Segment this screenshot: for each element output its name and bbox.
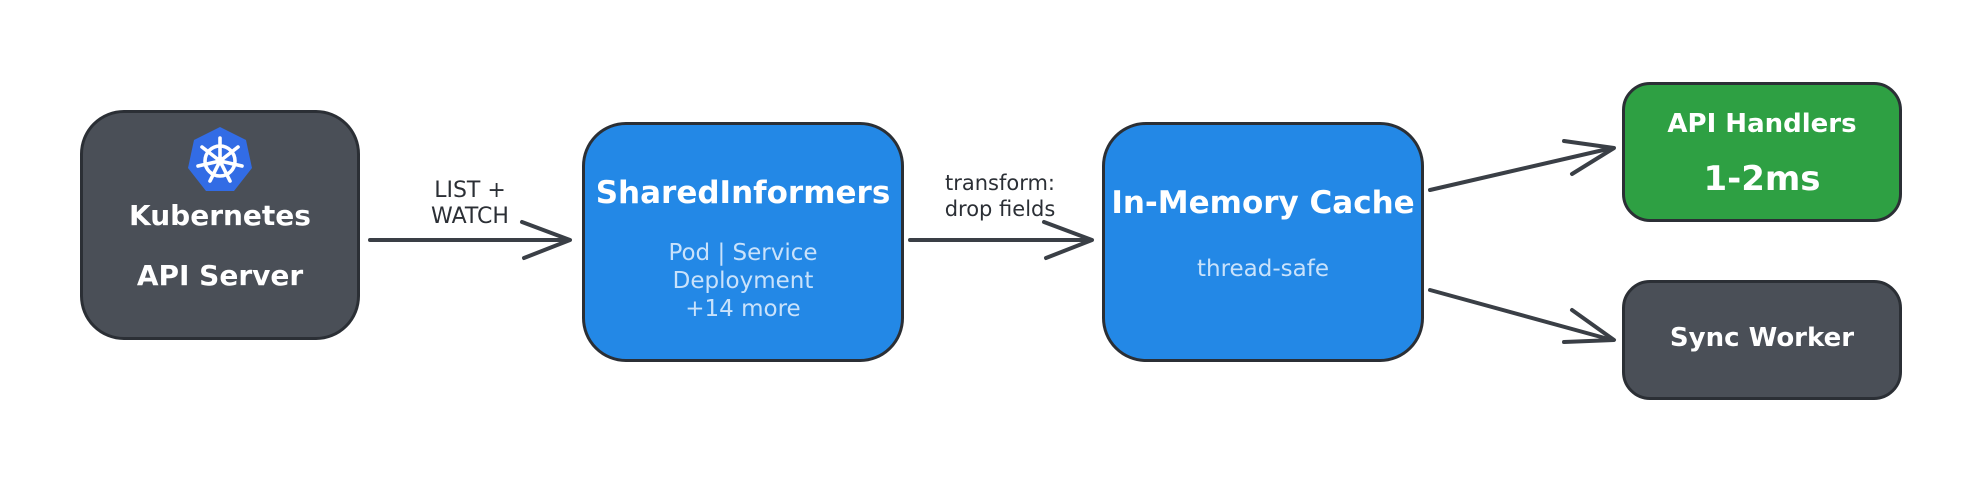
- node-title: Sync Worker: [1669, 323, 1855, 353]
- edge-label-line: drop fields: [944, 197, 1056, 221]
- edge-label-transform: transform: drop fields: [930, 170, 1070, 222]
- node-sync-worker[interactable]: Sync Worker: [1622, 280, 1902, 400]
- resource-list-line: Deployment: [672, 268, 814, 294]
- arrow-list-watch: [368, 220, 572, 260]
- edge-label-line: LIST +: [434, 178, 506, 203]
- edge-label-line: WATCH: [431, 204, 509, 229]
- resource-list-line: +14 more: [685, 296, 801, 322]
- kubernetes-helm-icon: [188, 127, 252, 191]
- resource-list-line: Pod | Service: [668, 240, 818, 266]
- node-subtitle: thread-safe: [1196, 256, 1329, 282]
- node-title: Kubernetes: [129, 199, 311, 232]
- arrow-to-api-handlers: [1428, 139, 1616, 192]
- node-title: In-Memory Cache: [1111, 185, 1415, 221]
- edge-label-line: transform:: [944, 171, 1056, 195]
- node-title: API Server: [136, 259, 304, 292]
- node-shared-informers[interactable]: SharedInformers Pod | Service Deployment…: [582, 122, 904, 362]
- node-in-memory-cache[interactable]: In-Memory Cache thread-safe: [1102, 122, 1424, 362]
- arrow-to-sync-worker: [1428, 288, 1616, 344]
- arrow-transform: [908, 220, 1094, 260]
- latency-value: 1-2ms: [1703, 159, 1821, 199]
- node-api-handlers[interactable]: API Handlers 1-2ms: [1622, 82, 1902, 222]
- node-api-server[interactable]: Kubernetes API Server: [80, 110, 360, 340]
- edge-label-list-watch: LIST + WATCH: [410, 178, 530, 230]
- node-title: API Handlers: [1667, 109, 1857, 139]
- node-title: SharedInformers: [595, 175, 891, 211]
